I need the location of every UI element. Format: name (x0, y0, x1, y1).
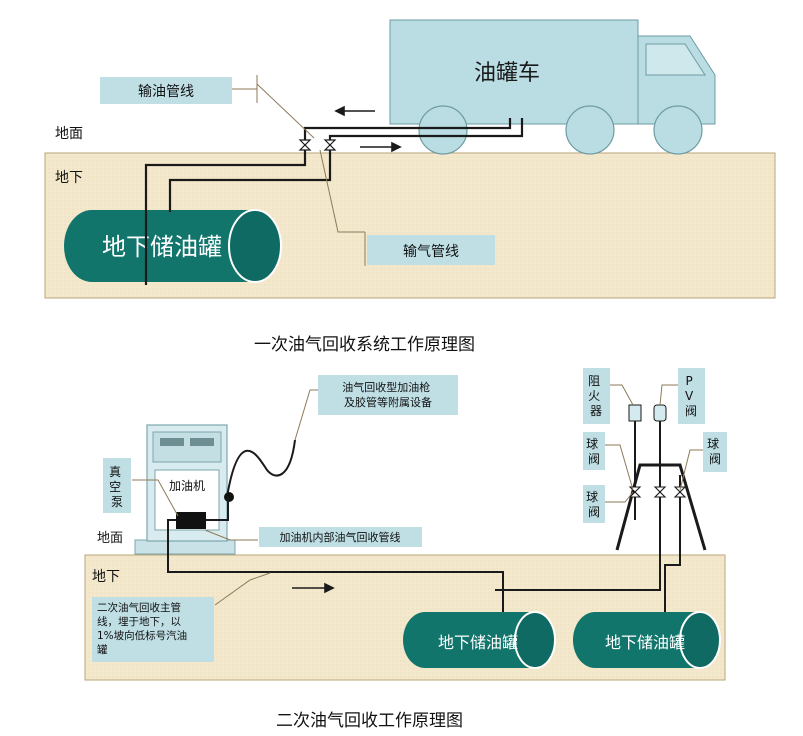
internal-pipe-label: 加油机内部油气回收管线 (280, 530, 401, 544)
flow-arrow-2 (292, 582, 335, 594)
pv-valve-callout: P V 阀 (678, 368, 705, 424)
vacuum-pump-callout: 真 空 泵 (103, 458, 131, 513)
flame-arrester-callout: 阻 火 器 (583, 368, 610, 424)
nozzle-hose (226, 439, 296, 498)
oil-pipe-callout: 输油管线 (100, 77, 232, 104)
underground-tank: 地下储油罐 (64, 209, 282, 283)
callout-lines (232, 75, 366, 266)
tank-label-left: 地下储油罐 (438, 633, 518, 652)
truck-label: 油罐车 (474, 61, 540, 86)
vapor-pipe-label: 输气管线 (403, 244, 459, 260)
tank-body (64, 210, 255, 282)
underground-label-2: 地下 (92, 569, 120, 585)
svg-text:二次油气回收主管 线，埋于地下，以: 二次油气回收主管 线，埋于地下，以 1%坡向低标号汽油 罐 (97, 601, 191, 656)
ball-valve-callout-left-top: 球 阀 (583, 432, 605, 470)
main-pipe-callout: 二次油气回收主管 线，埋于地下，以 1%坡向低标号汽油 罐 (92, 597, 214, 662)
underground-tank-right: 地下储油罐 (573, 611, 721, 669)
svg-text:阻 火 器: 阻 火 器 (588, 374, 604, 418)
underground-tank-left: 地下储油罐 (403, 611, 556, 669)
tanker-truck: 油罐车 (389, 19, 716, 155)
nozzle-callout: 油气回收型加油枪 及胶管等附属设备 (318, 375, 458, 415)
dispenser-display (152, 431, 222, 463)
oil-pipe-label: 输油管线 (138, 84, 194, 100)
pv-valve-icon (653, 404, 667, 422)
svg-text:油气回收型加油枪 及胶管等附属设备: 油气回收型加油枪 及胶管等附属设备 (342, 380, 434, 409)
valve-icon (298, 139, 312, 151)
caption-primary: 一次油气回收系统工作原理图 (254, 335, 475, 355)
vapor-recovery-pipes (167, 420, 681, 612)
ball-valve-icon (673, 486, 687, 498)
vapor-pipe-callout: 输气管线 (367, 235, 495, 265)
ball-valves (628, 486, 687, 498)
nozzle-label-line2: 及胶管等附属设备 (344, 395, 432, 409)
valve-icon (323, 139, 337, 151)
vacuum-pump (176, 512, 206, 529)
flow-arrows (334, 105, 402, 153)
tank-label-right: 地下储油罐 (605, 633, 685, 652)
dispenser-label: 加油机 (169, 479, 205, 493)
svg-text:球 阀: 球 阀 (707, 437, 723, 466)
truck-window (645, 43, 706, 76)
diagram-primary: 地面 地下 油罐车 地下储油罐 (44, 19, 776, 299)
svg-text:P V 阀: P V 阀 (685, 374, 697, 418)
svg-text:球 阀: 球 阀 (586, 437, 602, 466)
vent-stand (615, 404, 707, 551)
vacuum-pump-label: 真 空 泵 (109, 465, 125, 509)
callout-lines-2 (132, 384, 703, 606)
svg-text:球 阀: 球 阀 (586, 490, 602, 519)
tank-label: 地下储油罐 (102, 233, 222, 261)
tank-end-cap (228, 209, 282, 283)
ball-valve-callout-right: 球 阀 (703, 432, 727, 472)
ball-valve-icon (653, 486, 667, 498)
ground-label-2: 地面 (97, 531, 123, 546)
diagram-secondary: 地面 地下 加油机 (84, 368, 727, 681)
underground-label: 地下 (55, 170, 83, 186)
truck-wheel (565, 105, 615, 155)
nozzle-label-line1: 油气回收型加油枪 (342, 380, 430, 394)
display-screen (160, 438, 184, 446)
flame-arrester-icon (628, 404, 642, 422)
truck-wheel (653, 105, 703, 155)
internal-pipe-callout: 加油机内部油气回收管线 (259, 527, 422, 547)
fuel-dispenser: 加油机 (134, 424, 236, 555)
truck-wheel (418, 105, 468, 155)
ground-label: 地面 (55, 126, 83, 142)
valves (298, 139, 337, 151)
display-screen (190, 438, 214, 446)
ball-valve-callout-left-bottom: 球 阀 (583, 485, 605, 523)
caption-secondary: 二次油气回收工作原理图 (276, 711, 463, 731)
vapor-pipe (168, 118, 524, 212)
dispenser-base (134, 539, 236, 555)
